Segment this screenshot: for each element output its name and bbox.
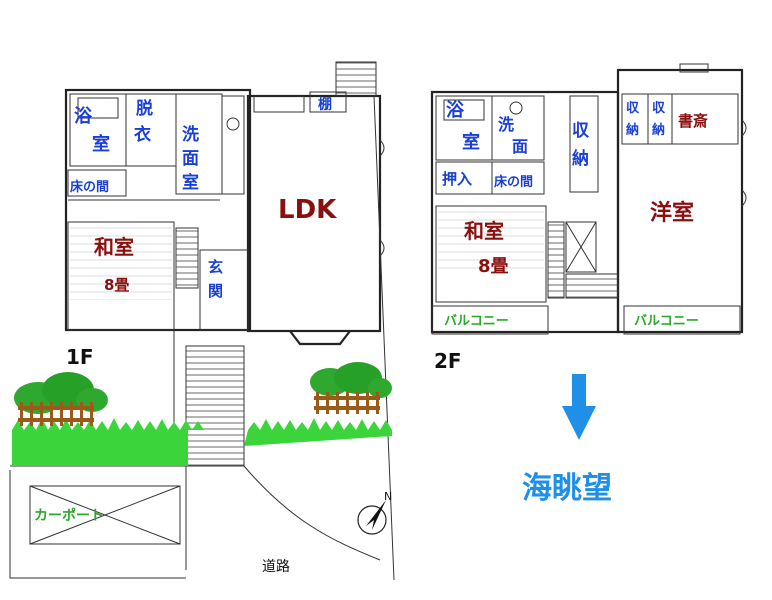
1f-genkan-label-2: 関: [208, 282, 223, 300]
2f-study-label: 書斎: [678, 112, 708, 130]
1f-bath-label-2: 室: [92, 133, 110, 155]
1f-shelf-label: 棚: [318, 96, 332, 113]
2f-closet-label-2: 納: [572, 148, 589, 169]
north-arrow-icon: N: [357, 490, 392, 535]
1f-genkan-label-1: 玄: [208, 258, 223, 276]
1f-ldk-label: LDK: [278, 195, 337, 225]
floor-1-plan: [9, 61, 395, 581]
2f-bath-label-2: 室: [462, 131, 480, 153]
floor-2-plan: [430, 63, 747, 335]
sea-view-arrow-icon: [562, 374, 596, 440]
2f-storage2-label-1: 収: [652, 101, 666, 116]
2f-washroom-label-2: 面: [512, 137, 528, 156]
2f-floor-label: 2F: [434, 349, 462, 373]
1f-floor-label: 1F: [66, 345, 94, 369]
1f-washroom-label-1: 洗: [182, 124, 199, 145]
2f-closet-label-1: 収: [572, 121, 590, 141]
1f-washitsu-label: 和室: [94, 235, 134, 259]
garden-left: [12, 372, 204, 466]
compass-label: N: [384, 490, 392, 503]
2f-balcony-right-label: バルコニー: [634, 314, 699, 329]
2f-oshiire-label: 押入: [442, 170, 472, 188]
2f-washitsu-label: 和室: [464, 219, 504, 243]
1f-washroom-label-2: 面: [182, 149, 199, 169]
2f-tokonoma-label: 床の間: [494, 174, 533, 190]
1f-dressing-label-2: 衣: [134, 124, 151, 145]
1f-bath-label-1: 浴: [74, 106, 93, 127]
road-label: 道路: [262, 559, 290, 575]
2f-storage1-label-1: 収: [626, 101, 640, 116]
1f-washroom-label-3: 室: [182, 172, 199, 193]
2f-storage2-label-2: 納: [652, 122, 665, 138]
2f-youshitsu-label: 洋室: [650, 200, 694, 226]
1f-dressing-label-1: 脱: [136, 98, 153, 119]
carport-label: カーポート: [34, 507, 104, 524]
2f-washroom-label-1: 洗: [498, 115, 514, 134]
2f-balcony-left-label: バルコニー: [444, 314, 509, 329]
2f-storage1-label-2: 納: [626, 122, 639, 138]
1f-tokonoma-label: 床の間: [70, 179, 109, 195]
2f-washitsu-size: 8畳: [478, 256, 509, 277]
garden-right: [244, 362, 392, 446]
1f-washitsu-size: 8畳: [104, 276, 129, 294]
2f-bath-label-1: 浴: [446, 100, 465, 121]
sea-view-label: 海眺望: [522, 471, 612, 506]
